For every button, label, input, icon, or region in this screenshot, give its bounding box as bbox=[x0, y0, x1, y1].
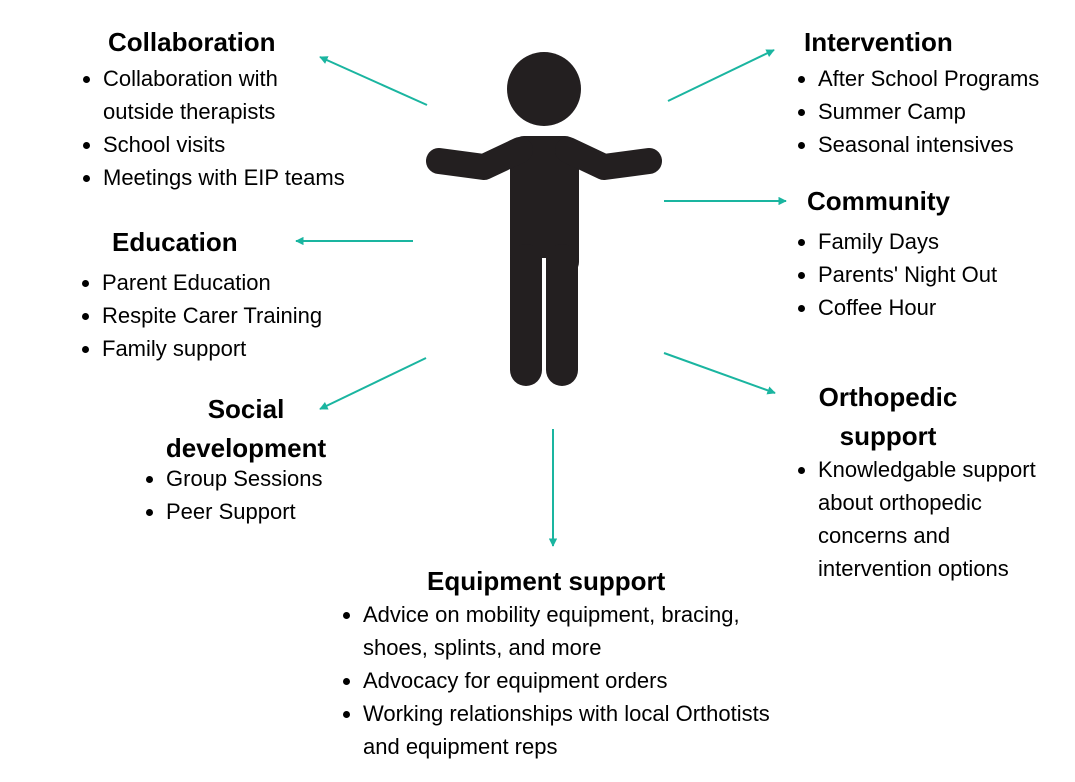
intervention-section: Intervention After School Programs Summe… bbox=[793, 23, 1073, 161]
collaboration-title: Collaboration bbox=[108, 27, 276, 57]
orthopedic-support-list: Knowledgable support about orthopedic co… bbox=[793, 453, 1068, 585]
education-title: Education bbox=[112, 227, 238, 257]
social-development-section: Social development Group Sessions Peer S… bbox=[141, 390, 361, 528]
social-development-title: Social development bbox=[165, 394, 327, 463]
intervention-title: Intervention bbox=[804, 27, 953, 57]
list-item: Peer Support bbox=[166, 495, 361, 528]
list-item: Seasonal intensives bbox=[818, 128, 1073, 161]
arrow-to-intervention bbox=[667, 49, 775, 102]
collaboration-list: Collaboration with outside therapists Sc… bbox=[78, 62, 345, 194]
list-item: Advocacy for equipment orders bbox=[363, 664, 808, 697]
equipment-support-title: Equipment support bbox=[427, 566, 666, 596]
arrow-to-collaboration bbox=[319, 56, 428, 106]
list-item: Working relationships with local Orthoti… bbox=[363, 697, 808, 763]
list-item: Advice on mobility equipment, bracing, s… bbox=[363, 598, 808, 664]
community-section: Community Family Days Parents' Night Out… bbox=[793, 182, 1073, 324]
list-item: Knowledgable support about orthopedic co… bbox=[818, 453, 1068, 585]
list-item: Family support bbox=[102, 332, 377, 365]
collaboration-section: Collaboration Collaboration with outside… bbox=[78, 23, 398, 194]
list-item: School visits bbox=[103, 128, 343, 161]
list-item: Parent Education bbox=[102, 266, 377, 299]
social-development-list: Group Sessions Peer Support bbox=[141, 462, 361, 528]
list-item: Parents' Night Out bbox=[818, 258, 1073, 291]
community-list: Family Days Parents' Night Out Coffee Ho… bbox=[793, 225, 1073, 324]
arrow-to-social-development bbox=[319, 357, 427, 410]
list-item: Collaboration with outside therapists bbox=[103, 62, 343, 128]
list-item: Meetings with EIP teams bbox=[103, 161, 345, 194]
education-list: Parent Education Respite Carer Training … bbox=[77, 266, 377, 365]
orthopedic-support-section: Orthopedic support Knowledgable support … bbox=[793, 378, 1073, 585]
arrow-to-orthopedic-support bbox=[663, 352, 776, 395]
community-title: Community bbox=[807, 186, 950, 216]
equipment-support-section: Equipment support Advice on mobility equ… bbox=[338, 562, 818, 763]
list-item: Family Days bbox=[818, 225, 1073, 258]
orthopedic-support-title: Orthopedic support bbox=[818, 382, 958, 451]
intervention-list: After School Programs Summer Camp Season… bbox=[793, 62, 1073, 161]
list-item: Respite Carer Training bbox=[102, 299, 377, 332]
list-item: Summer Camp bbox=[818, 95, 1073, 128]
equipment-support-list: Advice on mobility equipment, bracing, s… bbox=[338, 598, 808, 763]
list-item: Group Sessions bbox=[166, 462, 361, 495]
education-section: Education Parent Education Respite Carer… bbox=[77, 223, 377, 365]
list-item: After School Programs bbox=[818, 62, 1073, 95]
list-item: Coffee Hour bbox=[818, 291, 1073, 324]
